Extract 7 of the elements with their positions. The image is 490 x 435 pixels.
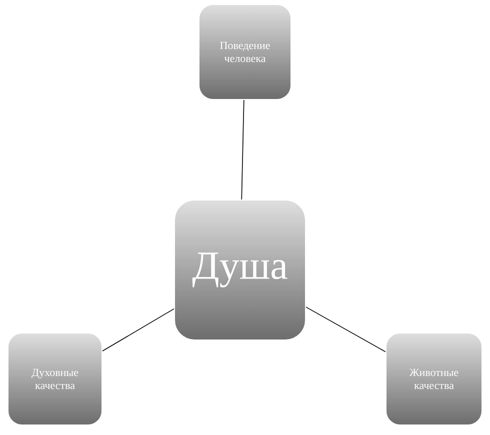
rounded-box: Животные качества [386, 332, 482, 426]
connector-line [306, 306, 386, 352]
rounded-box: Душа [174, 200, 306, 340]
connector-line [102, 308, 174, 352]
rounded-box: Духовные качества [8, 332, 102, 426]
connector-line [241, 100, 244, 200]
rounded-box: Поведение человека [198, 4, 292, 100]
